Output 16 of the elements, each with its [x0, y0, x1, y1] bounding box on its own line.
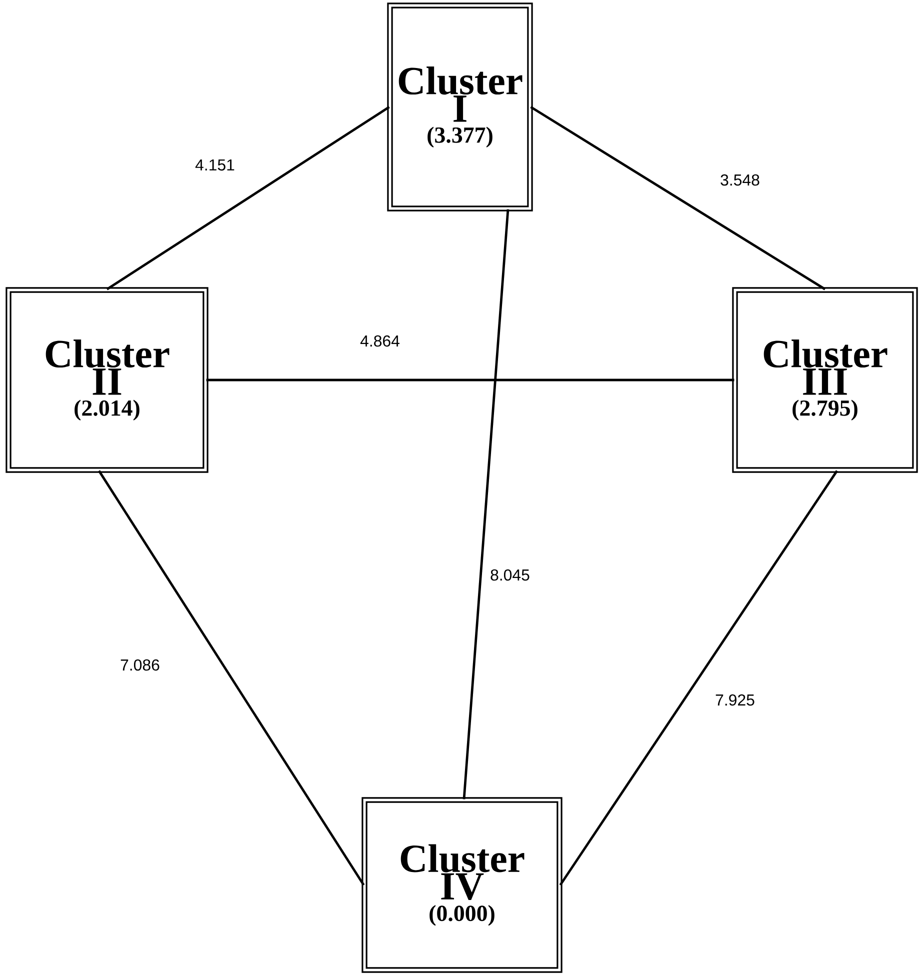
connector-line [206, 378, 734, 382]
edge-label: 4.864 [358, 334, 402, 348]
cluster-box: Cluster I (3.377) [387, 2, 533, 212]
connector-line [559, 470, 838, 886]
edge-label: 4.151 [194, 158, 236, 172]
connector-line [462, 209, 510, 800]
edge-label: 3.548 [718, 172, 762, 188]
connector-line [106, 106, 390, 290]
cluster-box: Cluster IV (0.000) [362, 797, 562, 973]
connector-line [530, 106, 826, 290]
edge-label: 7.925 [714, 692, 756, 708]
connector-line [98, 470, 365, 886]
cluster-box: Cluster III (2.795) [732, 287, 918, 473]
edge-label: 7.086 [118, 658, 162, 672]
edge-label: 8.045 [488, 568, 532, 582]
cluster-box: Cluster II (2.014) [6, 287, 208, 473]
